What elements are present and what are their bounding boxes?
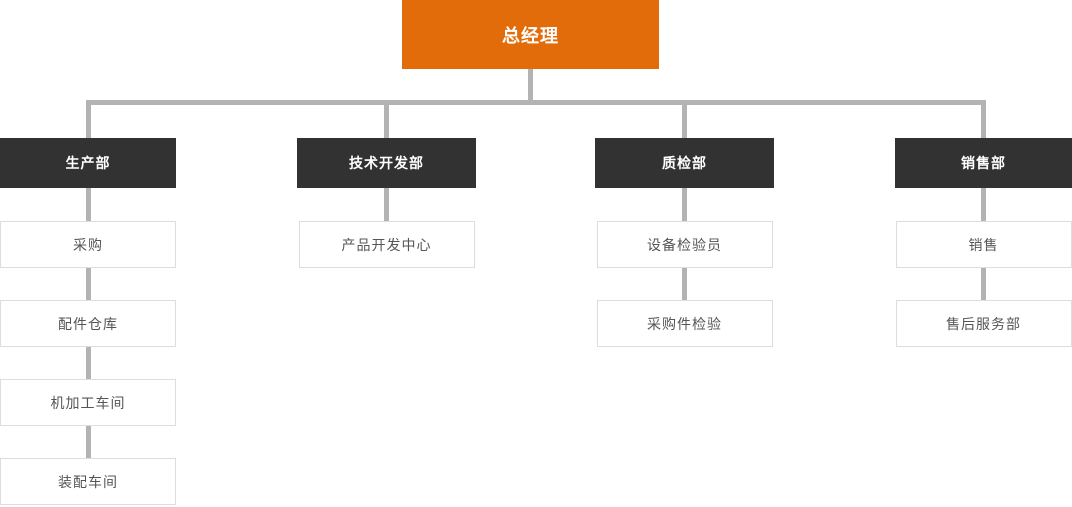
connector-vertical: [682, 188, 687, 221]
department-column-quality-inspection: 质检部 设备检验员 采购件检验: [595, 138, 774, 347]
org-node-department: 销售部: [895, 138, 1072, 188]
connector-vertical: [682, 268, 687, 300]
connector-vertical: [85, 426, 91, 458]
connector-vertical: [85, 347, 91, 379]
org-node-child: 销售: [895, 221, 1072, 268]
connector-drop: [682, 105, 687, 138]
org-node-child: 产品开发中心: [298, 221, 475, 268]
department-column-tech-development: 技术开发部 产品开发中心: [297, 138, 476, 268]
org-node-child: 售后服务部: [895, 300, 1072, 347]
connector-vertical: [85, 268, 91, 300]
org-node-child: 设备检验员: [596, 221, 773, 268]
connector-drop: [86, 105, 91, 138]
org-node-child: 配件仓库: [0, 300, 176, 347]
department-column-production: 生产部 采购 配件仓库 机加工车间 装配车间: [0, 138, 176, 505]
connector-vertical: [981, 268, 986, 300]
org-node-root: 总经理: [402, 0, 659, 69]
connector-root-stub: [528, 69, 533, 100]
connector-drop: [384, 105, 389, 138]
connector-vertical: [384, 188, 389, 221]
connector-drop: [981, 105, 986, 138]
org-node-child: 采购: [0, 221, 176, 268]
connector-horizontal: [86, 100, 986, 105]
connector-vertical: [85, 188, 91, 221]
org-node-child: 采购件检验: [596, 300, 773, 347]
department-column-sales: 销售部 销售 售后服务部: [895, 138, 1072, 347]
org-node-department: 技术开发部: [297, 138, 476, 188]
org-node-department: 生产部: [0, 138, 176, 188]
org-node-child: 装配车间: [0, 458, 176, 505]
org-node-department: 质检部: [595, 138, 774, 188]
connector-vertical: [981, 188, 986, 221]
org-node-child: 机加工车间: [0, 379, 176, 426]
